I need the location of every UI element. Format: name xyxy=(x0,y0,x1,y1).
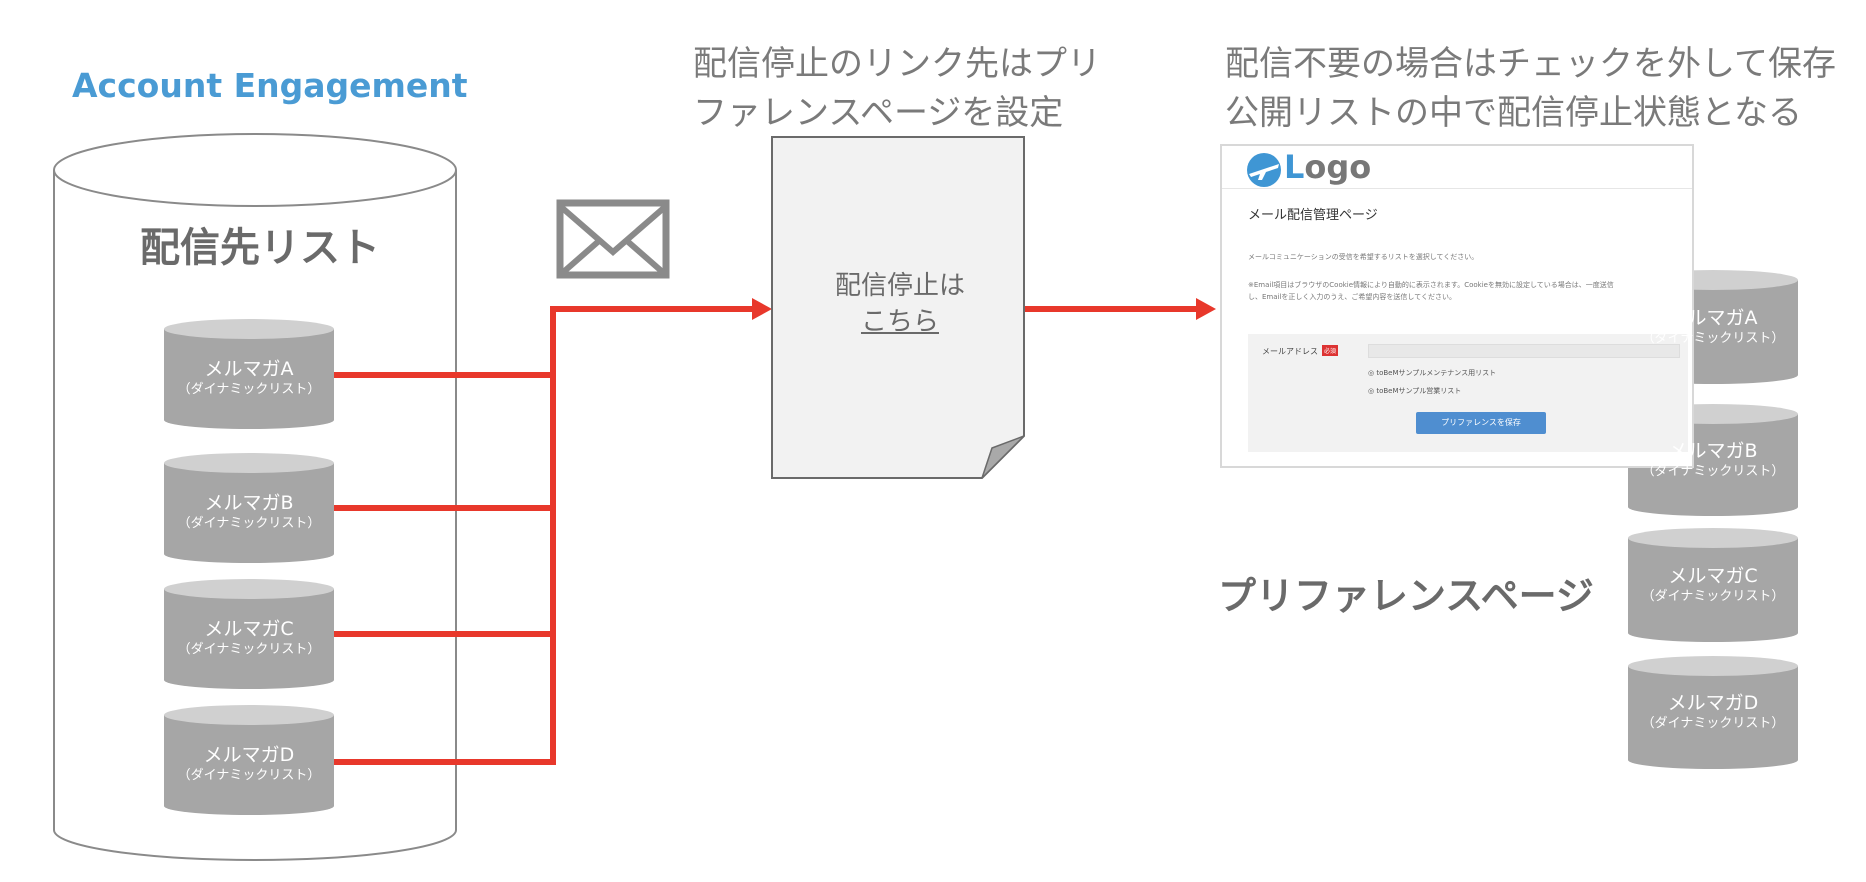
preference-page-header: Logo xyxy=(1222,146,1692,189)
preference-page-caption: プリファレンスページ xyxy=(1218,574,1594,618)
list-cylinder-d xyxy=(164,705,334,815)
public-list-cylinder-c xyxy=(1628,528,1798,642)
list-cylinder-a xyxy=(164,319,334,429)
list-name: メルマガC xyxy=(1668,565,1758,587)
public-list-cylinder-d xyxy=(1628,656,1798,769)
required-badge: 必須 xyxy=(1322,345,1339,356)
list-name: メルマガA xyxy=(204,358,294,380)
list-type: （ダイナミックリスト） xyxy=(177,642,321,657)
public-list-label-b: メルマガB （ダイナミックリスト） xyxy=(1628,439,1798,481)
preference-form: メールアドレス 必須 ◎ toBeMサンプルメンテナンス用リスト ◎ toBeM… xyxy=(1248,334,1688,452)
public-list-label-c: メルマガC （ダイナミックリスト） xyxy=(1628,564,1798,606)
save-preferences-button[interactable]: プリファレンスを保存 xyxy=(1416,412,1546,434)
public-list-label-a: メルマガA （ダイナミックリスト） xyxy=(1628,306,1798,348)
brand-title: Account Engagement xyxy=(72,66,468,105)
list-name: メルマガB xyxy=(1668,440,1758,462)
caption-line: ファレンスページを設定 xyxy=(693,93,1064,133)
email-document xyxy=(771,136,1025,479)
caption-line: 公開リストの中で配信停止状態となる xyxy=(1225,93,1802,133)
list-label-c: メルマガC （ダイナミックリスト） xyxy=(164,617,334,659)
checkbox-label: toBeMサンプル営業リスト xyxy=(1376,387,1462,395)
list-checkbox-maintenance[interactable]: ◎ toBeMサンプルメンテナンス用リスト xyxy=(1368,369,1497,377)
checkbox-label: toBeMサンプルメンテナンス用リスト xyxy=(1376,369,1497,377)
source-list-title: 配信先リスト xyxy=(140,225,380,271)
list-type: （ダイナミックリスト） xyxy=(177,768,321,783)
preference-page-note: ※Email項目はブラウザのCookie情報により自動的に表示されます。Cook… xyxy=(1248,281,1614,289)
preference-page-title: メール配信管理ページ xyxy=(1248,208,1378,223)
list-type: （ダイナミックリスト） xyxy=(1641,464,1785,479)
preference-page-intro: メールコミュニケーションの受信を希望するリストを選択してください。 xyxy=(1248,253,1479,261)
email-field[interactable] xyxy=(1368,344,1680,358)
caption-preference-action: 配信不要の場合はチェックを外して保存 公開リストの中で配信停止状態となる xyxy=(1225,40,1836,138)
document-text: 配信停止は こちら xyxy=(770,268,1030,340)
unsubscribe-link[interactable]: こちら xyxy=(860,307,939,337)
caption-line: 配信停止のリンク先はプリ xyxy=(693,44,1101,84)
list-type: （ダイナミックリスト） xyxy=(1641,331,1785,346)
list-name: メルマガC xyxy=(204,618,294,640)
list-type: （ダイナミックリスト） xyxy=(177,382,321,397)
list-checkbox-sales[interactable]: ◎ toBeMサンプル営業リスト xyxy=(1368,387,1462,395)
logo-text: Logo xyxy=(1284,148,1371,186)
list-name: メルマガD xyxy=(1667,692,1759,714)
list-cylinder-c xyxy=(164,579,334,689)
caption-line: 配信不要の場合はチェックを外して保存 xyxy=(1225,44,1836,84)
list-type: （ダイナミックリスト） xyxy=(177,516,321,531)
list-label-d: メルマガD （ダイナミックリスト） xyxy=(164,743,334,785)
arrow-head-preference xyxy=(1196,298,1216,320)
list-type: （ダイナミックリスト） xyxy=(1641,589,1785,604)
connector-lines xyxy=(334,306,1196,765)
list-name: メルマガD xyxy=(203,744,295,766)
list-type: （ダイナミックリスト） xyxy=(1641,716,1785,731)
list-label-b: メルマガB （ダイナミックリスト） xyxy=(164,491,334,533)
envelope-icon xyxy=(556,199,670,279)
logo-initial: L xyxy=(1284,148,1305,186)
public-list-label-d: メルマガD （ダイナミックリスト） xyxy=(1628,691,1798,733)
email-field-label: メールアドレス xyxy=(1262,347,1318,356)
caption-unsubscribe-link: 配信停止のリンク先はプリ ファレンスページを設定 xyxy=(693,40,1101,138)
list-label-a: メルマガA （ダイナミックリスト） xyxy=(164,357,334,399)
airplane-logo-icon xyxy=(1247,153,1281,187)
preference-page-screenshot: Logo メール配信管理ページ メールコミュニケーションの受信を希望するリストを… xyxy=(1220,144,1694,468)
arrow-head-document xyxy=(752,298,772,320)
list-name: メルマガB xyxy=(204,492,294,514)
unsubscribe-text: 配信停止は xyxy=(834,271,965,301)
list-cylinder-b xyxy=(164,453,334,563)
preference-page-note: し、Emailを正しく入力のうえ、ご希望内容を送信してください。 xyxy=(1248,293,1457,301)
list-name: メルマガA xyxy=(1668,307,1758,329)
logo-rest: ogo xyxy=(1304,148,1372,186)
